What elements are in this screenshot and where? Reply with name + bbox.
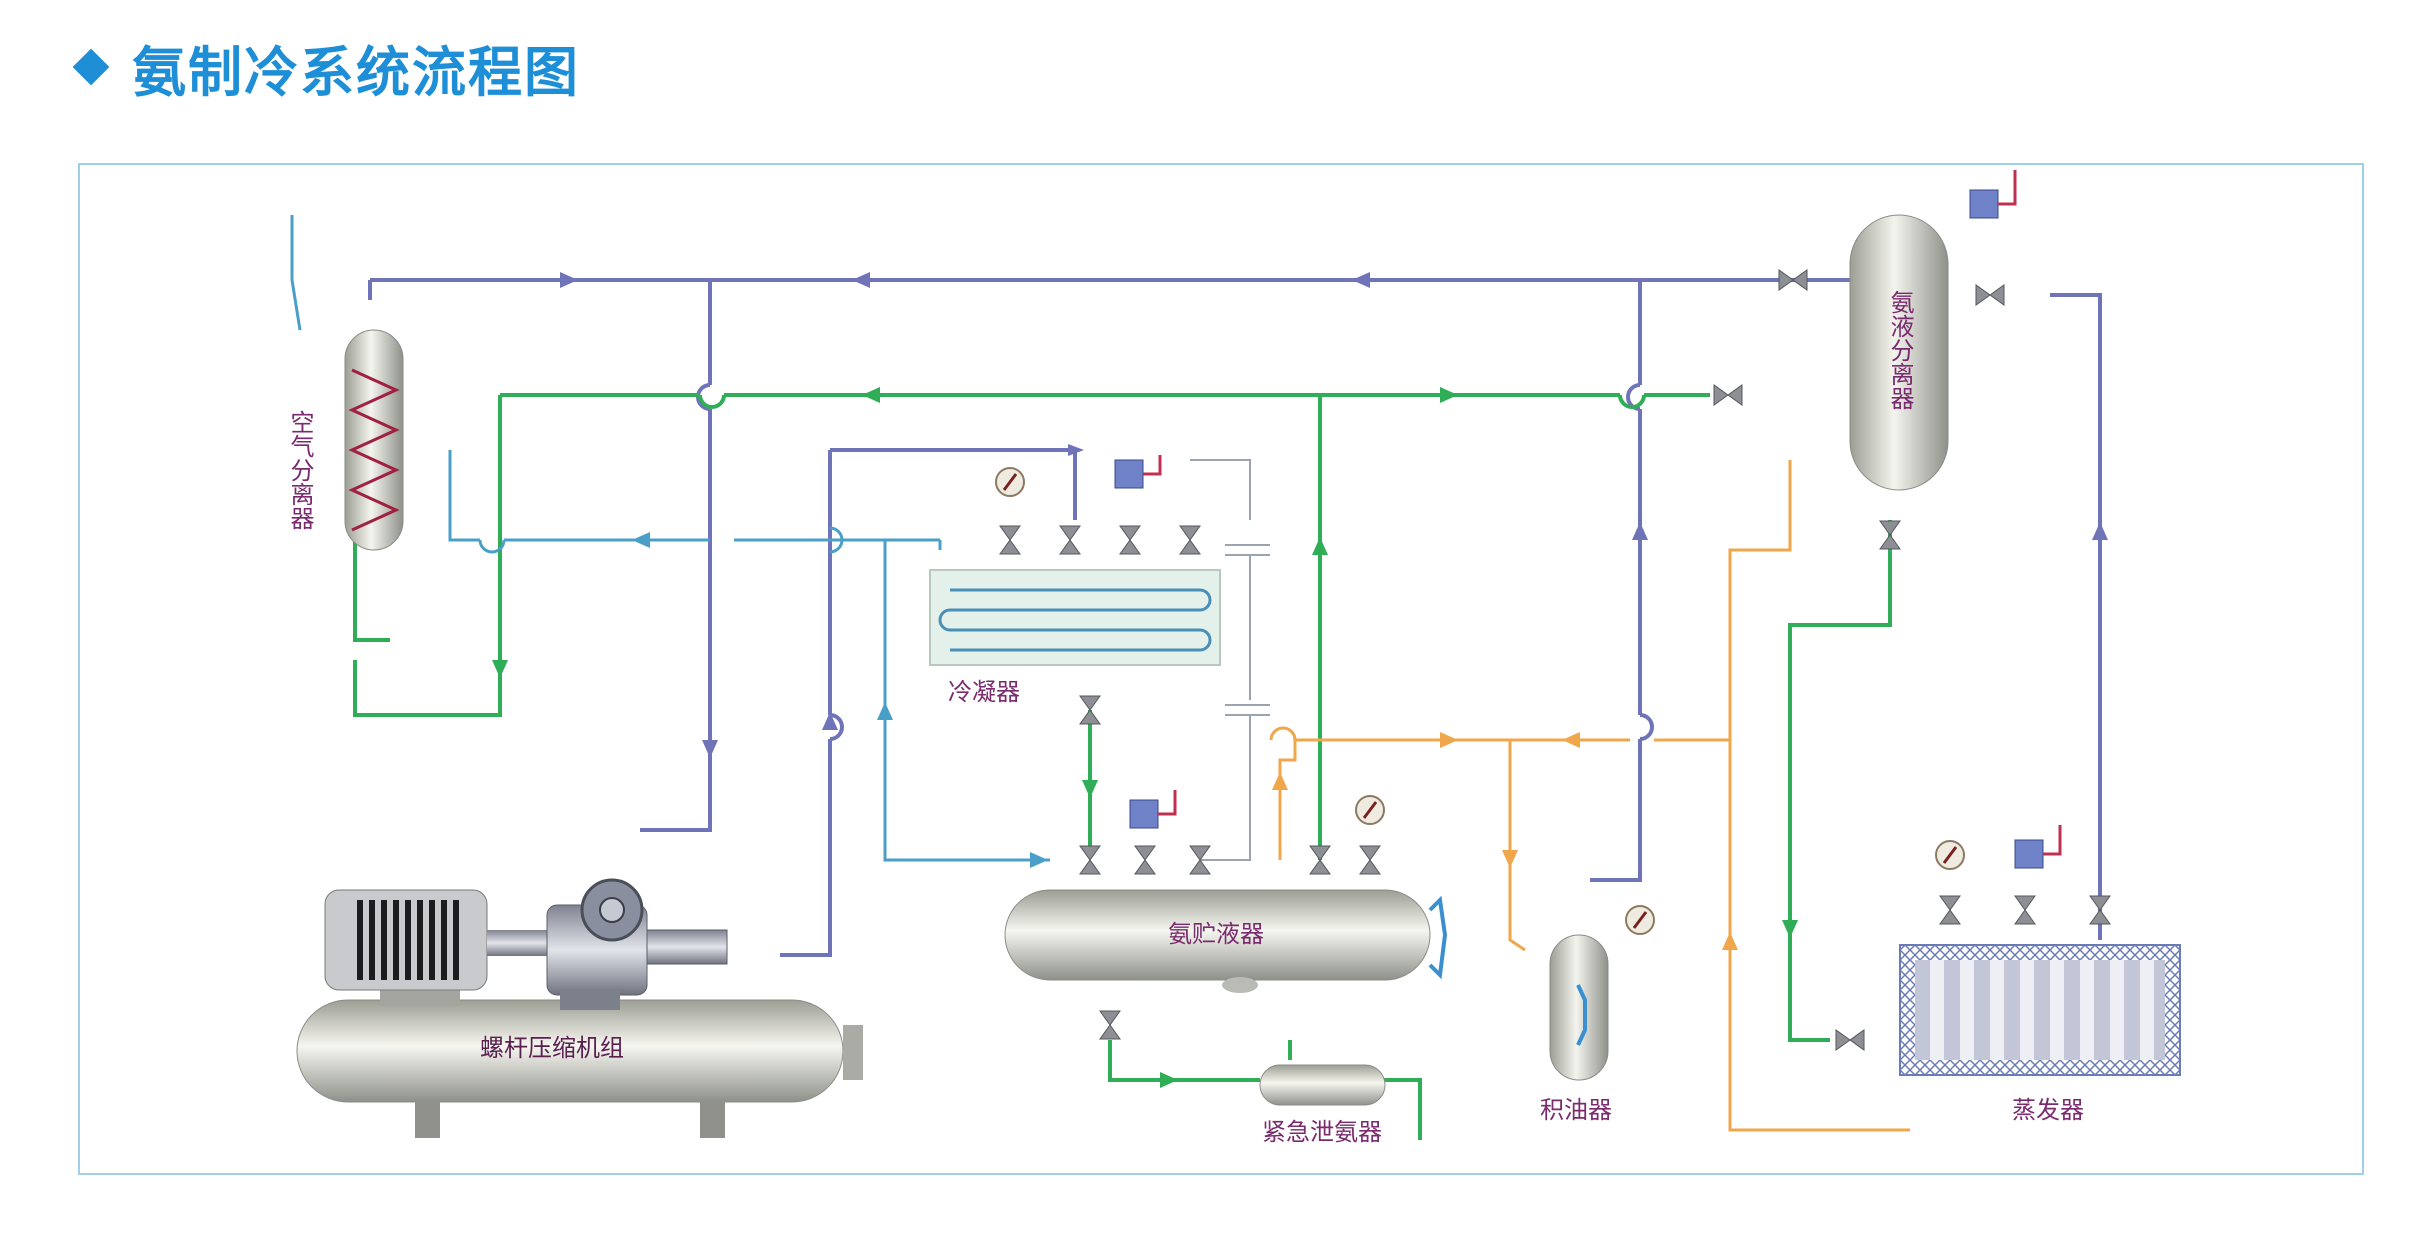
liquid-lines [353,393,1892,1140]
oil-lines [1269,460,1910,1132]
emergency-label: 紧急泄氨器 [1262,1118,1382,1146]
compressor-label: 螺杆压缩机组 [480,1034,624,1062]
air-separator[interactable] [344,329,404,551]
condenser[interactable] [929,569,1221,666]
water-arrows [632,532,1048,868]
ammonia-separator[interactable] [1849,214,1949,491]
suction-arrows [560,272,2108,758]
equalizer-lines [1190,459,1270,861]
title-bar: 氨制冷系统流程图 [72,32,580,104]
condenser-label: 冷凝器 [948,678,1020,706]
ammonia-receiver[interactable] [1004,889,1448,993]
diagram-frame [78,163,2364,1175]
water-lines [290,215,1050,862]
suction-lines [368,278,2102,957]
pressure-gauges [994,466,1966,936]
oil-arrows [1272,732,1738,950]
air-separator-label: 空气分离器 [286,410,314,530]
evaporator-label: 蒸发器 [2012,1096,2084,1124]
ammonia-separator-label: 氨液分离器 [1886,290,1914,410]
screw-compressor-unit[interactable] [296,878,863,1138]
page-title: 氨制冷系统流程图 [132,40,580,104]
oil-collector-label: 积油器 [1540,1096,1612,1124]
receiver-label: 氨贮液器 [1168,920,1264,948]
evaporator[interactable] [1899,944,2181,1076]
oil-collector[interactable] [1549,934,1609,1081]
liquid-arrows [492,387,1798,1088]
level-controllers [1114,170,2062,869]
emergency-discharger[interactable] [1259,1064,1386,1106]
